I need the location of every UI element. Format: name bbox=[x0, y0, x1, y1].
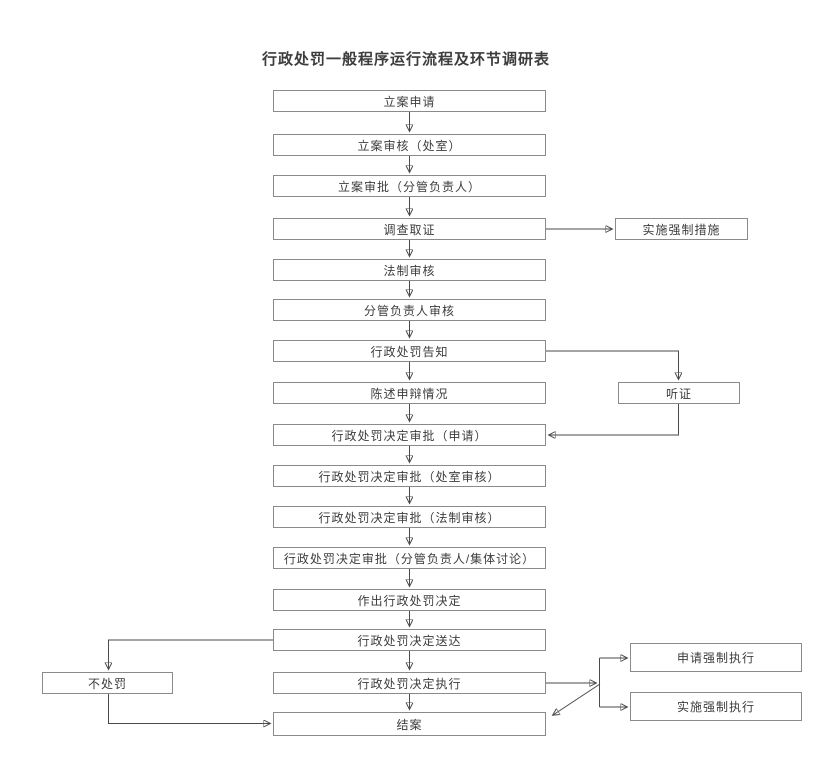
edge-delivery-to-no-penalty bbox=[109, 639, 273, 669]
flow-node-decision-approval-leader: 行政处罚决定审批（分管负责人/集体讨论） bbox=[273, 547, 546, 569]
flow-node-decision-approval-application: 行政处罚决定审批（申请） bbox=[273, 424, 546, 446]
flow-node-implement-compulsory-execution: 实施强制执行 bbox=[630, 692, 802, 721]
flow-node-no-penalty: 不处罚 bbox=[42, 672, 173, 694]
edge-junction-to-case-closed-diagonal bbox=[553, 683, 601, 715]
page-title: 行政处罚一般程序运行流程及环节调研表 bbox=[261, 51, 550, 68]
flow-node-penalty-notification: 行政处罚告知 bbox=[273, 340, 546, 362]
flow-node-leader-review: 分管负责人审核 bbox=[273, 299, 546, 321]
flow-node-legal-review: 法制审核 bbox=[273, 259, 546, 281]
flow-node-statement-defense: 陈述申辩情况 bbox=[273, 382, 546, 404]
flow-node-decision-execution: 行政处罚决定执行 bbox=[273, 672, 546, 694]
flow-node-hearing: 听证 bbox=[618, 382, 740, 404]
edge-notification-to-hearing bbox=[546, 350, 679, 379]
edge-hearing-to-decision-application bbox=[549, 404, 679, 435]
edge-no-penalty-to-case-closed bbox=[108, 694, 271, 724]
flow-node-case-filing-request: 立案申请 bbox=[273, 90, 546, 112]
flow-node-case-filing-review: 立案审核（处室） bbox=[273, 134, 546, 156]
flow-node-apply-compulsory-execution: 申请强制执行 bbox=[630, 643, 802, 672]
flow-node-case-filing-approval: 立案审批（分管负责人） bbox=[273, 175, 546, 197]
flow-node-investigation-evidence: 调查取证 bbox=[273, 218, 546, 240]
flow-node-decision-approval-legal: 行政处罚决定审批（法制审核） bbox=[273, 506, 546, 528]
flow-node-case-closed: 结案 bbox=[273, 712, 546, 736]
flow-node-decision-delivery: 行政处罚决定送达 bbox=[273, 629, 546, 651]
flow-node-decision-approval-department: 行政处罚决定审批（处室审核） bbox=[273, 465, 546, 487]
flow-node-make-penalty-decision: 作出行政处罚决定 bbox=[273, 589, 546, 611]
flow-node-compulsory-measures: 实施强制措施 bbox=[615, 218, 748, 240]
